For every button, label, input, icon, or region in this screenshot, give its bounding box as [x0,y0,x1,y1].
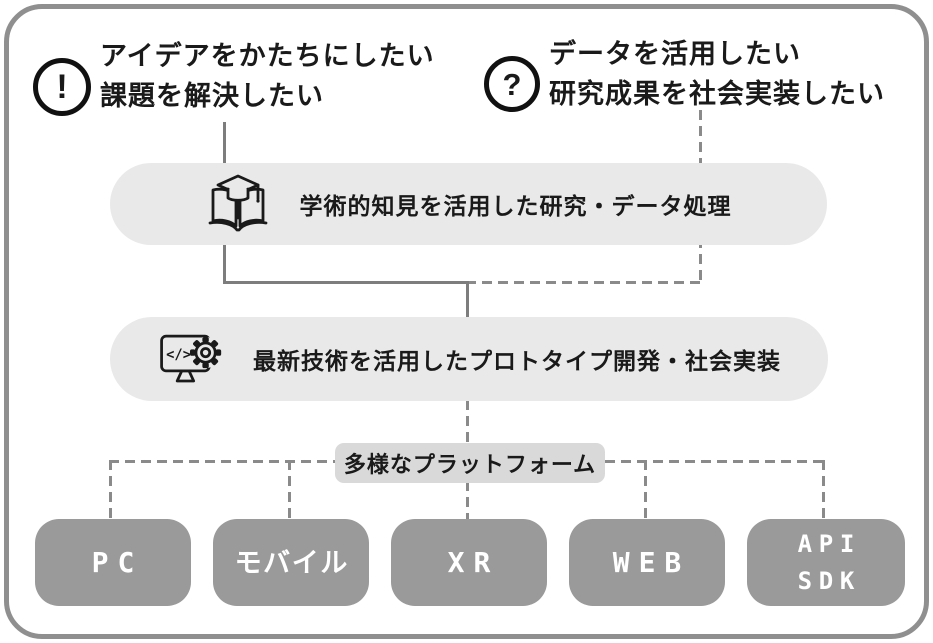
monitor-code-gear-icon: </> [160,334,222,383]
intro-left-line1: アイデアをかたちにしたい [100,41,435,71]
intro-left-text: アイデアをかたちにしたい 課題を解決したい [100,36,435,116]
platform-drop-api [822,460,825,520]
platform-box-xr: XR [391,519,547,606]
intro-left-line2: 課題を解決したい [100,81,324,111]
stage-prototype-pill: </> 最新技術を活用したプロトタイプ開発・社会実装 [110,317,828,401]
connector-center-vertical-dashed-upper [466,400,469,446]
stage-research-pill: 学術的知見を活用した研究・データ処理 [110,163,827,245]
platform-box-web-label: WEB [612,545,691,579]
exclamation-glyph: ! [56,68,68,106]
intro-right-text: データを活用したい 研究成果を社会実装したい [549,34,885,114]
platform-box-sdk-label: SDK [797,566,862,595]
exclamation-icon: ! [33,58,91,116]
book-graduation-icon [208,174,267,232]
stage-prototype-label: 最新技術を活用したプロトタイプ開発・社会実装 [253,348,781,374]
platform-box-web: WEB [569,519,725,606]
platform-box-api-label: API [797,529,862,558]
platform-drop-mobile [288,460,291,520]
platform-drop-pc [109,460,112,520]
platform-drop-web [644,460,647,520]
intro-right-line1: データを活用したい [549,39,801,69]
platform-box-mobile-label: モバイル [234,547,350,578]
question-glyph: ? [502,66,522,102]
stage-research-label: 学術的知見を活用した研究・データ処理 [299,193,732,219]
question-icon: ? [484,56,540,112]
platform-box-api-sdk: API SDK [747,519,905,606]
platform-box-pc: PC [35,519,191,606]
platform-box-mobile: モバイル [213,519,369,606]
connector-center-vertical-solid [466,281,469,321]
code-glyph: </> [166,347,191,363]
platform-box-pc-label: PC [91,545,144,579]
connector-horizontal-solid [223,281,469,284]
platform-drop-xr [466,481,469,521]
platform-label: 多様なプラットフォーム [335,443,605,483]
platform-box-xr-label: XR [447,545,500,579]
platform-label-text: 多様なプラットフォーム [343,452,597,477]
intro-right-line2: 研究成果を社会実装したい [549,79,885,109]
connector-horizontal-dashed [466,281,702,284]
